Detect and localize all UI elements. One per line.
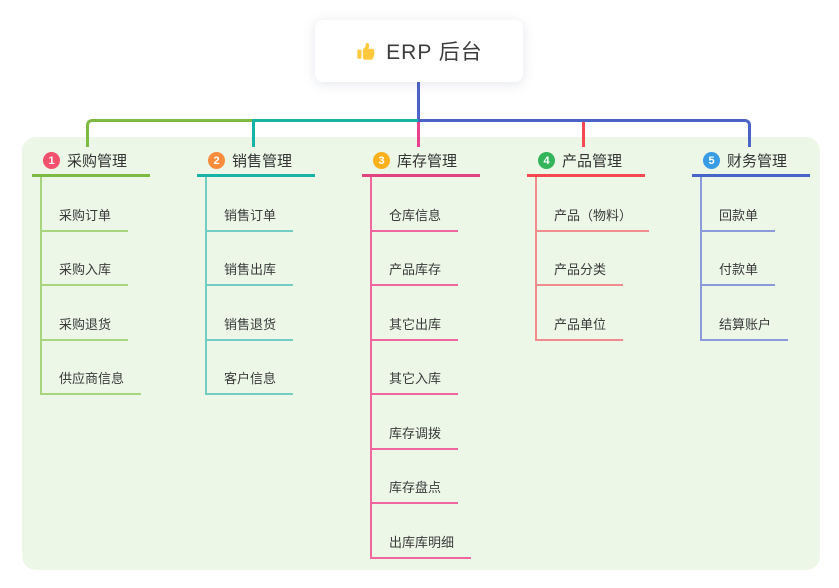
branch-4-header[interactable]: 4 产品管理: [527, 147, 645, 177]
branch-2-label: 销售管理: [232, 153, 293, 170]
thumbs-up-icon: [355, 40, 377, 62]
child-node: 采购退货: [42, 286, 141, 341]
branch-3-child-4[interactable]: 其它入库: [372, 372, 459, 395]
branch-1-child-1[interactable]: 采购订单: [42, 209, 129, 232]
branch-3-label: 库存管理: [397, 153, 458, 170]
root-node-erp[interactable]: ERP 后台: [315, 20, 523, 82]
child-node: 回款单: [702, 177, 788, 232]
priority-badge-1: 1: [43, 152, 60, 169]
branch-3-children: 仓库信息产品库存其它出库其它入库库存调拨库存盘点出库库明细: [370, 177, 472, 559]
branch-1-header[interactable]: 1 采购管理: [32, 147, 150, 177]
branch-1-child-2[interactable]: 采购入库: [42, 263, 129, 286]
branch-5: 5 财务管理回款单付款单结算账户: [692, 147, 839, 341]
child-node: 销售订单: [207, 177, 294, 232]
branch-4-children: 产品（物料） 产品分类产品单位: [535, 177, 650, 341]
child-node: 采购入库: [42, 232, 141, 286]
priority-badge-5: 5: [703, 152, 720, 169]
branch-3-child-5[interactable]: 库存调拨: [372, 427, 459, 450]
branch-4-label: 产品管理: [562, 153, 623, 170]
child-node: 产品库存: [372, 232, 471, 286]
branch-3-child-3[interactable]: 其它出库: [372, 318, 459, 341]
branch-5-label: 财务管理: [727, 153, 788, 170]
priority-badge-4: 4: [538, 152, 555, 169]
branch-3-child-2[interactable]: 产品库存: [372, 263, 459, 286]
priority-badge-2: 2: [208, 152, 225, 169]
mindmap-canvas: [22, 137, 820, 570]
branch-3-child-7[interactable]: 出库库明细: [372, 536, 472, 559]
branch-4: 4 产品管理产品（物料） 产品分类产品单位: [527, 147, 717, 341]
child-node: 产品分类: [537, 232, 649, 286]
connector-purchase: [86, 119, 254, 147]
child-node: 供应商信息: [42, 341, 142, 395]
connector-finance: [418, 119, 751, 147]
branch-5-child-1[interactable]: 回款单: [702, 209, 776, 232]
branch-2-header[interactable]: 2 销售管理: [197, 147, 315, 177]
child-node: 产品（物料）: [537, 177, 650, 232]
child-node: 其它出库: [372, 286, 471, 341]
child-node: 产品单位: [537, 286, 649, 341]
branch-1: 1 采购管理采购订单采购入库采购退货供应商信息: [32, 147, 222, 395]
connector-inventory: [417, 122, 420, 147]
connector-product: [582, 122, 585, 147]
child-node: 其它入库: [372, 341, 471, 395]
child-node: 库存盘点: [372, 450, 471, 504]
branch-1-label: 采购管理: [67, 153, 128, 170]
branch-1-child-4[interactable]: 供应商信息: [42, 372, 142, 395]
branch-5-header[interactable]: 5 财务管理: [692, 147, 810, 177]
branch-2-children: 销售订单销售出库销售退货客户信息: [205, 177, 294, 395]
child-node: 客户信息: [207, 341, 294, 395]
child-node: 仓库信息: [372, 177, 471, 232]
child-node: 结算账户: [702, 286, 789, 341]
branch-1-child-3[interactable]: 采购退货: [42, 318, 129, 341]
branch-3-child-6[interactable]: 库存盘点: [372, 481, 459, 504]
priority-badge-3: 3: [373, 152, 390, 169]
child-node: 采购订单: [42, 177, 141, 232]
branch-2-child-3[interactable]: 销售退货: [207, 318, 294, 341]
root-title: ERP 后台: [386, 41, 483, 64]
child-node: 库存调拨: [372, 395, 471, 450]
child-node: 销售退货: [207, 286, 294, 341]
trunk-line: [417, 82, 420, 120]
child-node: 付款单: [702, 232, 788, 286]
branch-2-child-2[interactable]: 销售出库: [207, 263, 294, 286]
branch-5-child-3[interactable]: 结算账户: [702, 318, 789, 341]
branch-3-child-1[interactable]: 仓库信息: [372, 209, 459, 232]
branch-3-header[interactable]: 3 库存管理: [362, 147, 480, 177]
branch-2: 2 销售管理销售订单销售出库销售退货客户信息: [197, 147, 387, 395]
branch-3: 3 库存管理仓库信息产品库存其它出库其它入库库存调拨库存盘点出库库明细: [362, 147, 552, 559]
branch-2-child-1[interactable]: 销售订单: [207, 209, 294, 232]
branch-4-child-2[interactable]: 产品分类: [537, 263, 624, 286]
connector-sales: [252, 119, 418, 147]
branch-1-children: 采购订单采购入库采购退货供应商信息: [40, 177, 142, 395]
child-node: 出库库明细: [372, 504, 472, 559]
branch-5-children: 回款单付款单结算账户: [700, 177, 789, 341]
branch-2-child-4[interactable]: 客户信息: [207, 372, 294, 395]
branch-4-child-1[interactable]: 产品（物料）: [537, 209, 650, 232]
branch-5-child-2[interactable]: 付款单: [702, 263, 776, 286]
branch-4-child-3[interactable]: 产品单位: [537, 318, 624, 341]
child-node: 销售出库: [207, 232, 294, 286]
